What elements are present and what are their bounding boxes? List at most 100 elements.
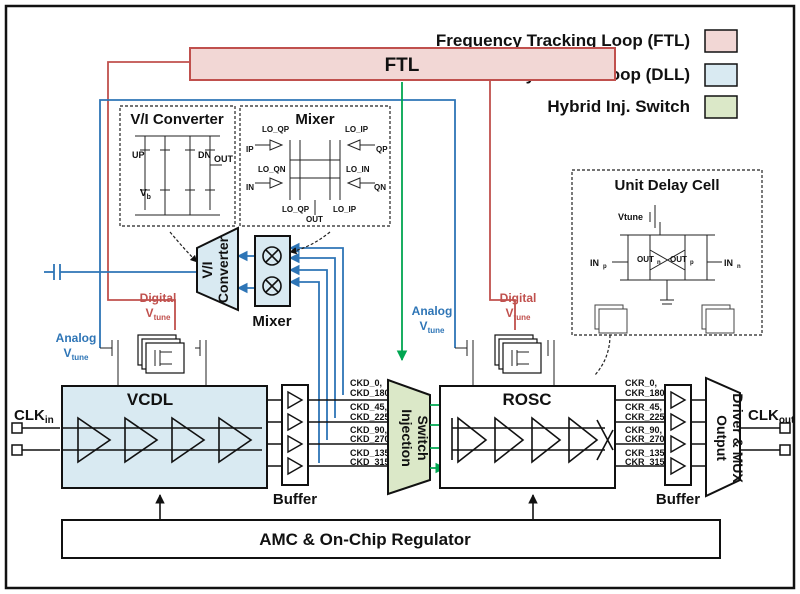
svg-text:QP: QP bbox=[376, 145, 388, 154]
clk-in-wires bbox=[22, 427, 60, 451]
digital-label-right: Digital bbox=[500, 291, 537, 305]
vi-zoom-arc bbox=[169, 231, 198, 263]
vtune-analog-left: Vtune bbox=[64, 346, 89, 362]
svg-text:p: p bbox=[690, 260, 694, 266]
vcdl-label: VCDL bbox=[127, 390, 173, 409]
ftl-block bbox=[189, 47, 616, 81]
svg-text:CKD_0,: CKD_0, bbox=[350, 378, 382, 388]
output-driver-mux bbox=[705, 376, 741, 498]
rosc-label: ROSC bbox=[502, 390, 551, 409]
output-line2: Driver & MUX bbox=[730, 393, 746, 483]
rosc-tuning-transistors bbox=[455, 334, 555, 385]
vcdl-block bbox=[61, 385, 268, 489]
analog-wire-right bbox=[402, 99, 456, 348]
svg-text:LO_QN: LO_QN bbox=[258, 165, 286, 174]
mixer-block: Mixer bbox=[252, 235, 292, 330]
vcdl-to-buffer-wires bbox=[267, 399, 282, 467]
svg-text:LO_IP: LO_IP bbox=[345, 125, 369, 134]
digital-label-left: Digital bbox=[140, 291, 177, 305]
rosc-buffer: Buffer bbox=[656, 384, 700, 508]
ftl-label: FTL bbox=[385, 55, 420, 76]
vi-dn-pin: DN bbox=[198, 150, 211, 160]
svg-text:n: n bbox=[737, 264, 741, 270]
svg-text:QN: QN bbox=[374, 183, 386, 192]
ckr-wires bbox=[615, 399, 665, 467]
svg-text:IN: IN bbox=[246, 183, 254, 192]
injection-switch bbox=[387, 378, 431, 496]
svg-text:LO_IN: LO_IN bbox=[346, 165, 370, 174]
legend-hybrid-swatch bbox=[704, 95, 738, 119]
buffer-to-mux-wires bbox=[691, 399, 706, 467]
rosc-block bbox=[439, 385, 616, 489]
amc-label: AMC & On-Chip Regulator bbox=[259, 530, 471, 549]
svg-text:CKD_225: CKD_225 bbox=[350, 412, 390, 422]
clk-in-pad-1 bbox=[11, 422, 23, 434]
svg-text:LO_QP: LO_QP bbox=[282, 205, 310, 214]
ground-cap-symbol bbox=[44, 264, 61, 280]
svg-text:CKR_135,: CKR_135, bbox=[625, 448, 667, 458]
vcdl-delay-chain bbox=[62, 416, 262, 464]
mixer-in-wire-1 bbox=[288, 242, 344, 395]
amc-regulator-block bbox=[61, 519, 721, 559]
svg-text:CKD_135,: CKD_135, bbox=[350, 448, 392, 458]
legend-hybrid-label: Hybrid Inj. Switch bbox=[547, 97, 690, 116]
unit-delay-title: Unit Delay Cell bbox=[614, 177, 719, 194]
legend-ftl-swatch bbox=[704, 29, 738, 53]
unit-vtune: Vtune bbox=[618, 212, 643, 222]
svg-text:OUT: OUT bbox=[670, 255, 687, 264]
mixer-zoom-arc bbox=[289, 231, 331, 255]
svg-text:p: p bbox=[603, 264, 607, 270]
ckr-labels: CKR_0, CKR_180 CKR_45, CKR_225 CKR_90, C… bbox=[625, 378, 667, 467]
svg-text:CKD_270: CKD_270 bbox=[350, 434, 390, 444]
analog-wire-left bbox=[99, 99, 402, 348]
vi-out-pin: OUT bbox=[214, 154, 234, 164]
mixer-in-wire-4 bbox=[288, 276, 320, 463]
svg-text:CKR_45,: CKR_45, bbox=[625, 402, 662, 412]
svg-text:CKR_225: CKR_225 bbox=[625, 412, 665, 422]
svg-text:OUT: OUT bbox=[306, 215, 323, 224]
vtune-analog-right: Vtune bbox=[420, 319, 445, 335]
mixer-in-wire-3 bbox=[288, 264, 328, 440]
vcdl-tuning-transistors bbox=[100, 334, 207, 385]
ckd-wires bbox=[308, 399, 388, 467]
vtune-digital-right: Vtune bbox=[506, 306, 531, 322]
buffer-label-left: Buffer bbox=[273, 491, 317, 508]
svg-text:IN: IN bbox=[724, 258, 733, 268]
ckd-labels: CKD_0, CKD_180 CKD_45, CKD_225 CKD_90, C… bbox=[350, 378, 392, 467]
mixer-schematic: Mixer LO_QP LO_IP IP QP LO_QN LO_IN IN Q… bbox=[239, 105, 391, 227]
svg-text:IN: IN bbox=[590, 258, 599, 268]
mixer-in-wire-2 bbox=[288, 252, 336, 418]
svg-text:CKR_180: CKR_180 bbox=[625, 388, 665, 398]
clk-in-pad-2 bbox=[11, 444, 23, 456]
svg-text:CKD_315: CKD_315 bbox=[350, 457, 390, 467]
vi-vb-label: Vb bbox=[140, 188, 151, 201]
ftl-wire-left bbox=[107, 61, 190, 330]
injection-outputs bbox=[430, 404, 445, 468]
vi-converter-line2: Converter bbox=[215, 236, 231, 303]
vi-converter-line1: V/I bbox=[199, 261, 215, 278]
svg-text:LO_IP: LO_IP bbox=[333, 205, 357, 214]
vi-up-pin: UP bbox=[132, 150, 145, 160]
rosc-ring-chain bbox=[451, 416, 614, 464]
svg-text:CKD_180: CKD_180 bbox=[350, 388, 390, 398]
vi-converter-schematic: V/I Converter UP DN OUT Vb bbox=[119, 105, 236, 227]
svg-text:CKR_315: CKR_315 bbox=[625, 457, 665, 467]
analog-label-right: Analog bbox=[412, 304, 453, 318]
vcdl-buffer: Buffer bbox=[273, 384, 317, 508]
svg-text:IP: IP bbox=[246, 145, 254, 154]
svg-text:OUT: OUT bbox=[637, 255, 654, 264]
legend-ftl-label: Frequency Tracking Loop (FTL) bbox=[436, 31, 690, 50]
unit-delay-zoom-arc bbox=[594, 334, 611, 376]
ftl-wire-right bbox=[489, 62, 516, 330]
vtune-digital-left: Vtune bbox=[146, 306, 171, 322]
legend-dll-swatch bbox=[704, 63, 738, 87]
buffer-label-right: Buffer bbox=[656, 491, 700, 508]
mixer-label: Mixer bbox=[252, 313, 291, 330]
clk-out-pad-1 bbox=[779, 422, 791, 434]
output-line1: Output bbox=[714, 415, 730, 461]
clk-out-wires bbox=[740, 427, 780, 451]
clk-in-label: CLKin bbox=[14, 407, 54, 426]
mixer-title: Mixer bbox=[295, 111, 334, 128]
svg-text:CKD_90,: CKD_90, bbox=[350, 425, 387, 435]
